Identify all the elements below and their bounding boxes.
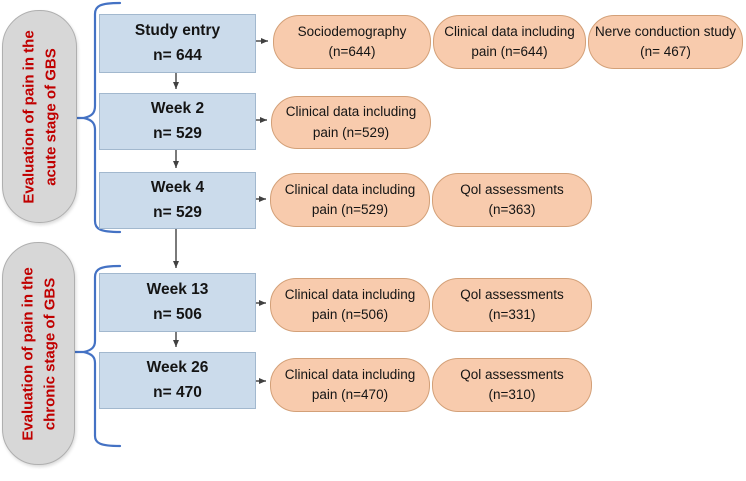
assessment-pill-qol-week26: Qol assessments (n=310) [432, 358, 592, 412]
stage-label-chronic: Evaluation of pain in the chronic stage … [18, 266, 58, 441]
stage-capsule-acute: Evaluation of pain in the acute stage of… [2, 10, 77, 223]
timepoint-box-week-4: Week 4 n= 529 [99, 172, 256, 229]
assessment-pill-clinical-data-entry: Clinical data including pain (n=644) [433, 15, 586, 69]
assessment-pill-clinical-data-week2: Clinical data including pain (n=529) [271, 96, 431, 149]
stage-capsule-chronic: Evaluation of pain in the chronic stage … [2, 242, 75, 465]
timepoint-box-week-26: Week 26 n= 470 [99, 352, 256, 409]
timepoint-box-week-13: Week 13 n= 506 [99, 273, 256, 332]
assessment-pill-clinical-data-week26: Clinical data including pain (n=470) [270, 358, 430, 412]
assessment-pill-qol-week13: Qol assessments (n=331) [432, 278, 592, 332]
timepoint-box-study-entry: Study entry n= 644 [99, 14, 256, 73]
stage-label-acute: Evaluation of pain in the acute stage of… [19, 29, 59, 204]
assessment-pill-sociodemography: Sociodemography (n=644) [273, 15, 431, 69]
assessment-pill-nerve-conduction: Nerve conduction study (n= 467) [588, 15, 743, 69]
timepoint-box-week-2: Week 2 n= 529 [99, 93, 256, 150]
assessment-pill-clinical-data-week13: Clinical data including pain (n=506) [270, 278, 430, 332]
assessment-pill-clinical-data-week4: Clinical data including pain (n=529) [270, 173, 430, 227]
assessment-pill-qol-week4: Qol assessments (n=363) [432, 173, 592, 227]
